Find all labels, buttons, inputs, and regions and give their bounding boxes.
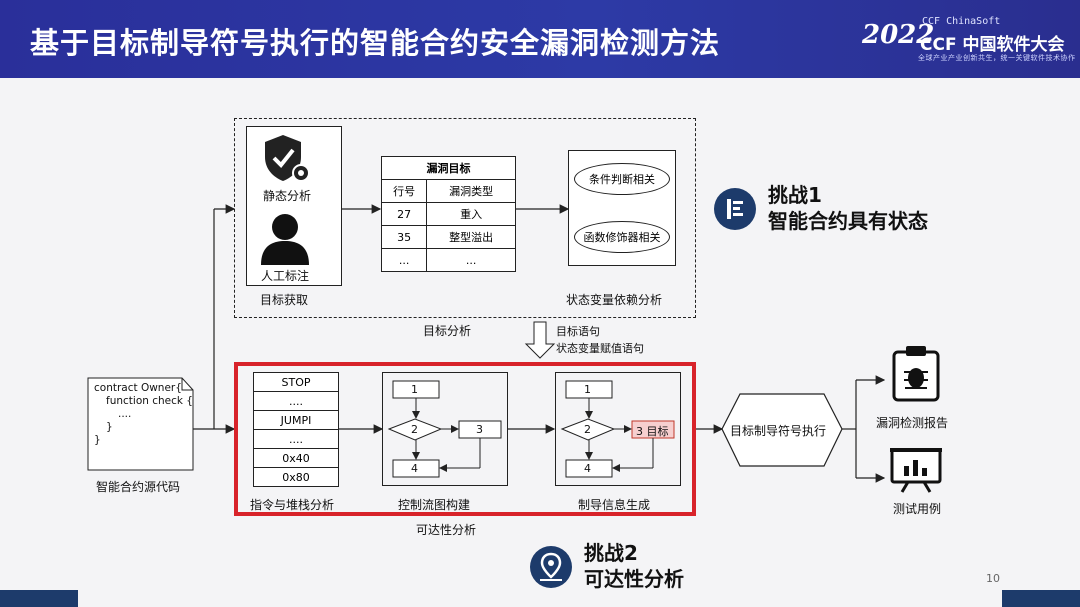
- cfg-box: [382, 372, 508, 486]
- state-dep-label: 状态变量依赖分析: [566, 293, 663, 307]
- challenge2-title: 挑战2: [584, 541, 638, 565]
- source-code-label: 智能合约源代码: [96, 480, 181, 494]
- cfg-label: 控制流图构建: [398, 498, 471, 512]
- chart-board-icon: [890, 448, 942, 493]
- logo-year: 2022: [862, 20, 935, 50]
- vuln-cell: ...: [380, 248, 428, 272]
- code-line: function check {: [106, 395, 193, 407]
- state-oval-condition: 条件判断相关: [574, 163, 670, 195]
- symbolic-exec-hexagon: [721, 393, 843, 467]
- down-arrow-label-2: 状态变量赋值语句: [556, 342, 644, 355]
- state-oval-modifier: 函数修饰器相关: [574, 221, 670, 253]
- vuln-header-type: 漏洞类型: [426, 179, 516, 203]
- reachability-region: [234, 362, 696, 516]
- cfg-node: 2: [411, 423, 418, 436]
- code-line: ....: [118, 408, 132, 420]
- challenge1-icon: [714, 188, 756, 230]
- static-analysis-label: 静态分析: [263, 189, 312, 203]
- guidance-label: 制导信息生成: [578, 498, 651, 512]
- target-acquire-label: 目标获取: [260, 293, 309, 307]
- vuln-cell: 整型溢出: [426, 225, 516, 249]
- vuln-cell: 27: [380, 202, 428, 226]
- instruction-stack-table: STOP .... JUMPI .... 0x40 0x80: [253, 372, 339, 487]
- report-label: 漏洞检测报告: [876, 416, 949, 430]
- symbolic-exec-label: 目标制导符号执行: [730, 424, 827, 438]
- challenge1-title: 挑战1: [768, 183, 822, 207]
- stack-cell: ....: [253, 429, 339, 449]
- reachability-label: 可达性分析: [416, 523, 477, 537]
- vuln-cell: 35: [380, 225, 428, 249]
- testcase-label: 测试用例: [893, 502, 942, 516]
- code-line: contract Owner{: [94, 382, 182, 394]
- header-bar: 基于目标制导符号执行的智能合约安全漏洞检测方法 2022 CCF ChinaSo…: [0, 0, 1080, 78]
- page-title: 基于目标制导符号执行的智能合约安全漏洞检测方法: [30, 26, 721, 60]
- map-pin-icon: [540, 552, 562, 581]
- guide-node: 2: [584, 423, 591, 436]
- cfg-node: 3: [476, 423, 483, 436]
- source-code: contract Owner{ function check { .... } …: [94, 382, 193, 447]
- code-line: }: [94, 434, 101, 446]
- cfg-node: 4: [411, 462, 418, 475]
- logo-small-text: CCF ChinaSoft: [922, 16, 1001, 27]
- state-dep-box: 条件判断相关 函数修饰器相关: [568, 150, 676, 266]
- vuln-cell: 重入: [426, 202, 516, 226]
- vuln-target-table: 漏洞目标 行号 漏洞类型 27 重入 35 整型溢出 ... ...: [380, 156, 516, 272]
- manual-label: 人工标注: [261, 269, 310, 283]
- person-icon: [261, 214, 309, 265]
- bug-clipboard-icon: [892, 346, 940, 402]
- target-analysis-region: [234, 118, 696, 318]
- code-line: }: [106, 421, 113, 433]
- target-acquire-box: 静态分析 人工标注: [246, 126, 342, 286]
- conference-logo: 2022 CCF ChinaSoft CCF 中国软件大会 全球产业产业创新共生…: [862, 14, 1075, 66]
- stack-label: 指令与堆栈分析: [250, 498, 335, 512]
- guide-node-target: 3 目标: [636, 425, 669, 438]
- challenge1-text: 智能合约具有状态: [768, 209, 928, 233]
- down-arrow-label-1: 目标语句: [556, 325, 600, 338]
- stack-cell: ....: [253, 391, 339, 411]
- page-number: 10: [986, 572, 1000, 585]
- cfg-node: 1: [411, 383, 418, 396]
- footer-bar-left: [0, 590, 78, 607]
- challenge2-text: 可达性分析: [584, 567, 684, 591]
- stack-cell: 0x80: [253, 467, 339, 487]
- logo-tagline: 全球产业产业创新共生，统一关键软件技术协作: [918, 54, 1076, 62]
- guidance-box: [555, 372, 681, 486]
- target-analysis-label: 目标分析: [423, 324, 472, 338]
- logo-main-text: CCF 中国软件大会: [920, 35, 1065, 55]
- guide-node: 4: [584, 462, 591, 475]
- challenge2-icon: [530, 546, 572, 588]
- stack-cell: JUMPI: [253, 410, 339, 430]
- stack-cell: STOP: [253, 372, 339, 392]
- stack-cell: 0x40: [253, 448, 339, 468]
- vuln-cell: ...: [426, 248, 516, 272]
- shield-gear-icon: [265, 135, 310, 182]
- guide-node: 1: [584, 383, 591, 396]
- vuln-table-title: 漏洞目标: [381, 156, 516, 180]
- vuln-header-line: 行号: [380, 179, 428, 203]
- footer-bar-right: [1002, 590, 1080, 607]
- list-icon: [727, 199, 743, 219]
